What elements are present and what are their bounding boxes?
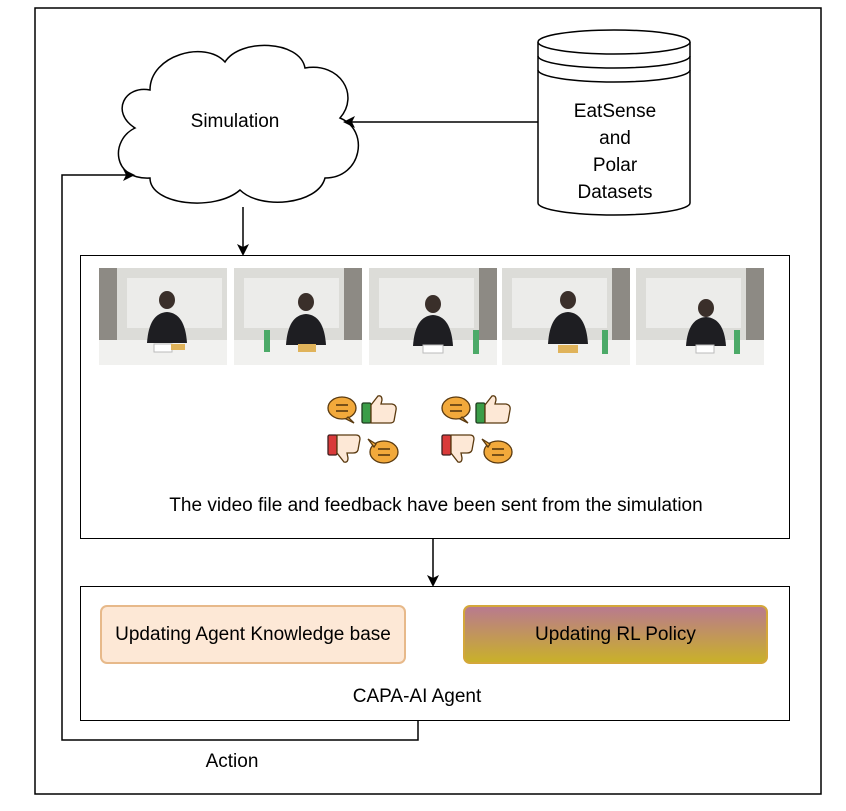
speech-bubble-icon xyxy=(441,396,471,424)
simulation-cloud xyxy=(117,44,359,204)
video-frame xyxy=(234,268,362,365)
thumbs-up-icon xyxy=(361,395,397,424)
outer-border xyxy=(34,7,822,795)
datasets-cylinder xyxy=(537,29,691,216)
video-frame xyxy=(369,268,497,365)
speech-bubble-icon xyxy=(367,438,399,464)
datasets-line: and xyxy=(599,128,631,149)
video-frame xyxy=(502,268,630,365)
datasets-line: Polar xyxy=(592,155,638,176)
video-panel-caption: The video file and feedback have been se… xyxy=(169,495,703,516)
thumbs-up-icon xyxy=(475,395,511,424)
speech-bubble-icon xyxy=(481,438,513,464)
agent-label: CAPA-AI Agent xyxy=(352,686,482,707)
action-label: Action xyxy=(205,751,259,772)
thumbs-down-icon xyxy=(327,434,361,463)
video-frame xyxy=(636,268,764,365)
video-feedback-panel xyxy=(80,255,790,539)
agent-panel xyxy=(80,586,790,721)
video-frame xyxy=(99,268,227,365)
simulation-label: Simulation xyxy=(190,111,280,132)
datasets-line: EatSense xyxy=(573,101,657,122)
feedback-icons xyxy=(326,392,402,468)
rl-policy-box: Updating RL Policy xyxy=(463,605,768,664)
datasets-line: Datasets xyxy=(577,182,653,203)
speech-bubble-icon xyxy=(327,396,357,424)
action-loop-arrow xyxy=(61,169,419,741)
thumbs-down-icon xyxy=(441,434,475,463)
feedback-icons xyxy=(440,392,516,468)
datasets-label: EatSense and Polar Datasets xyxy=(548,98,682,206)
knowledge-base-box: Updating Agent Knowledge base xyxy=(100,605,406,664)
